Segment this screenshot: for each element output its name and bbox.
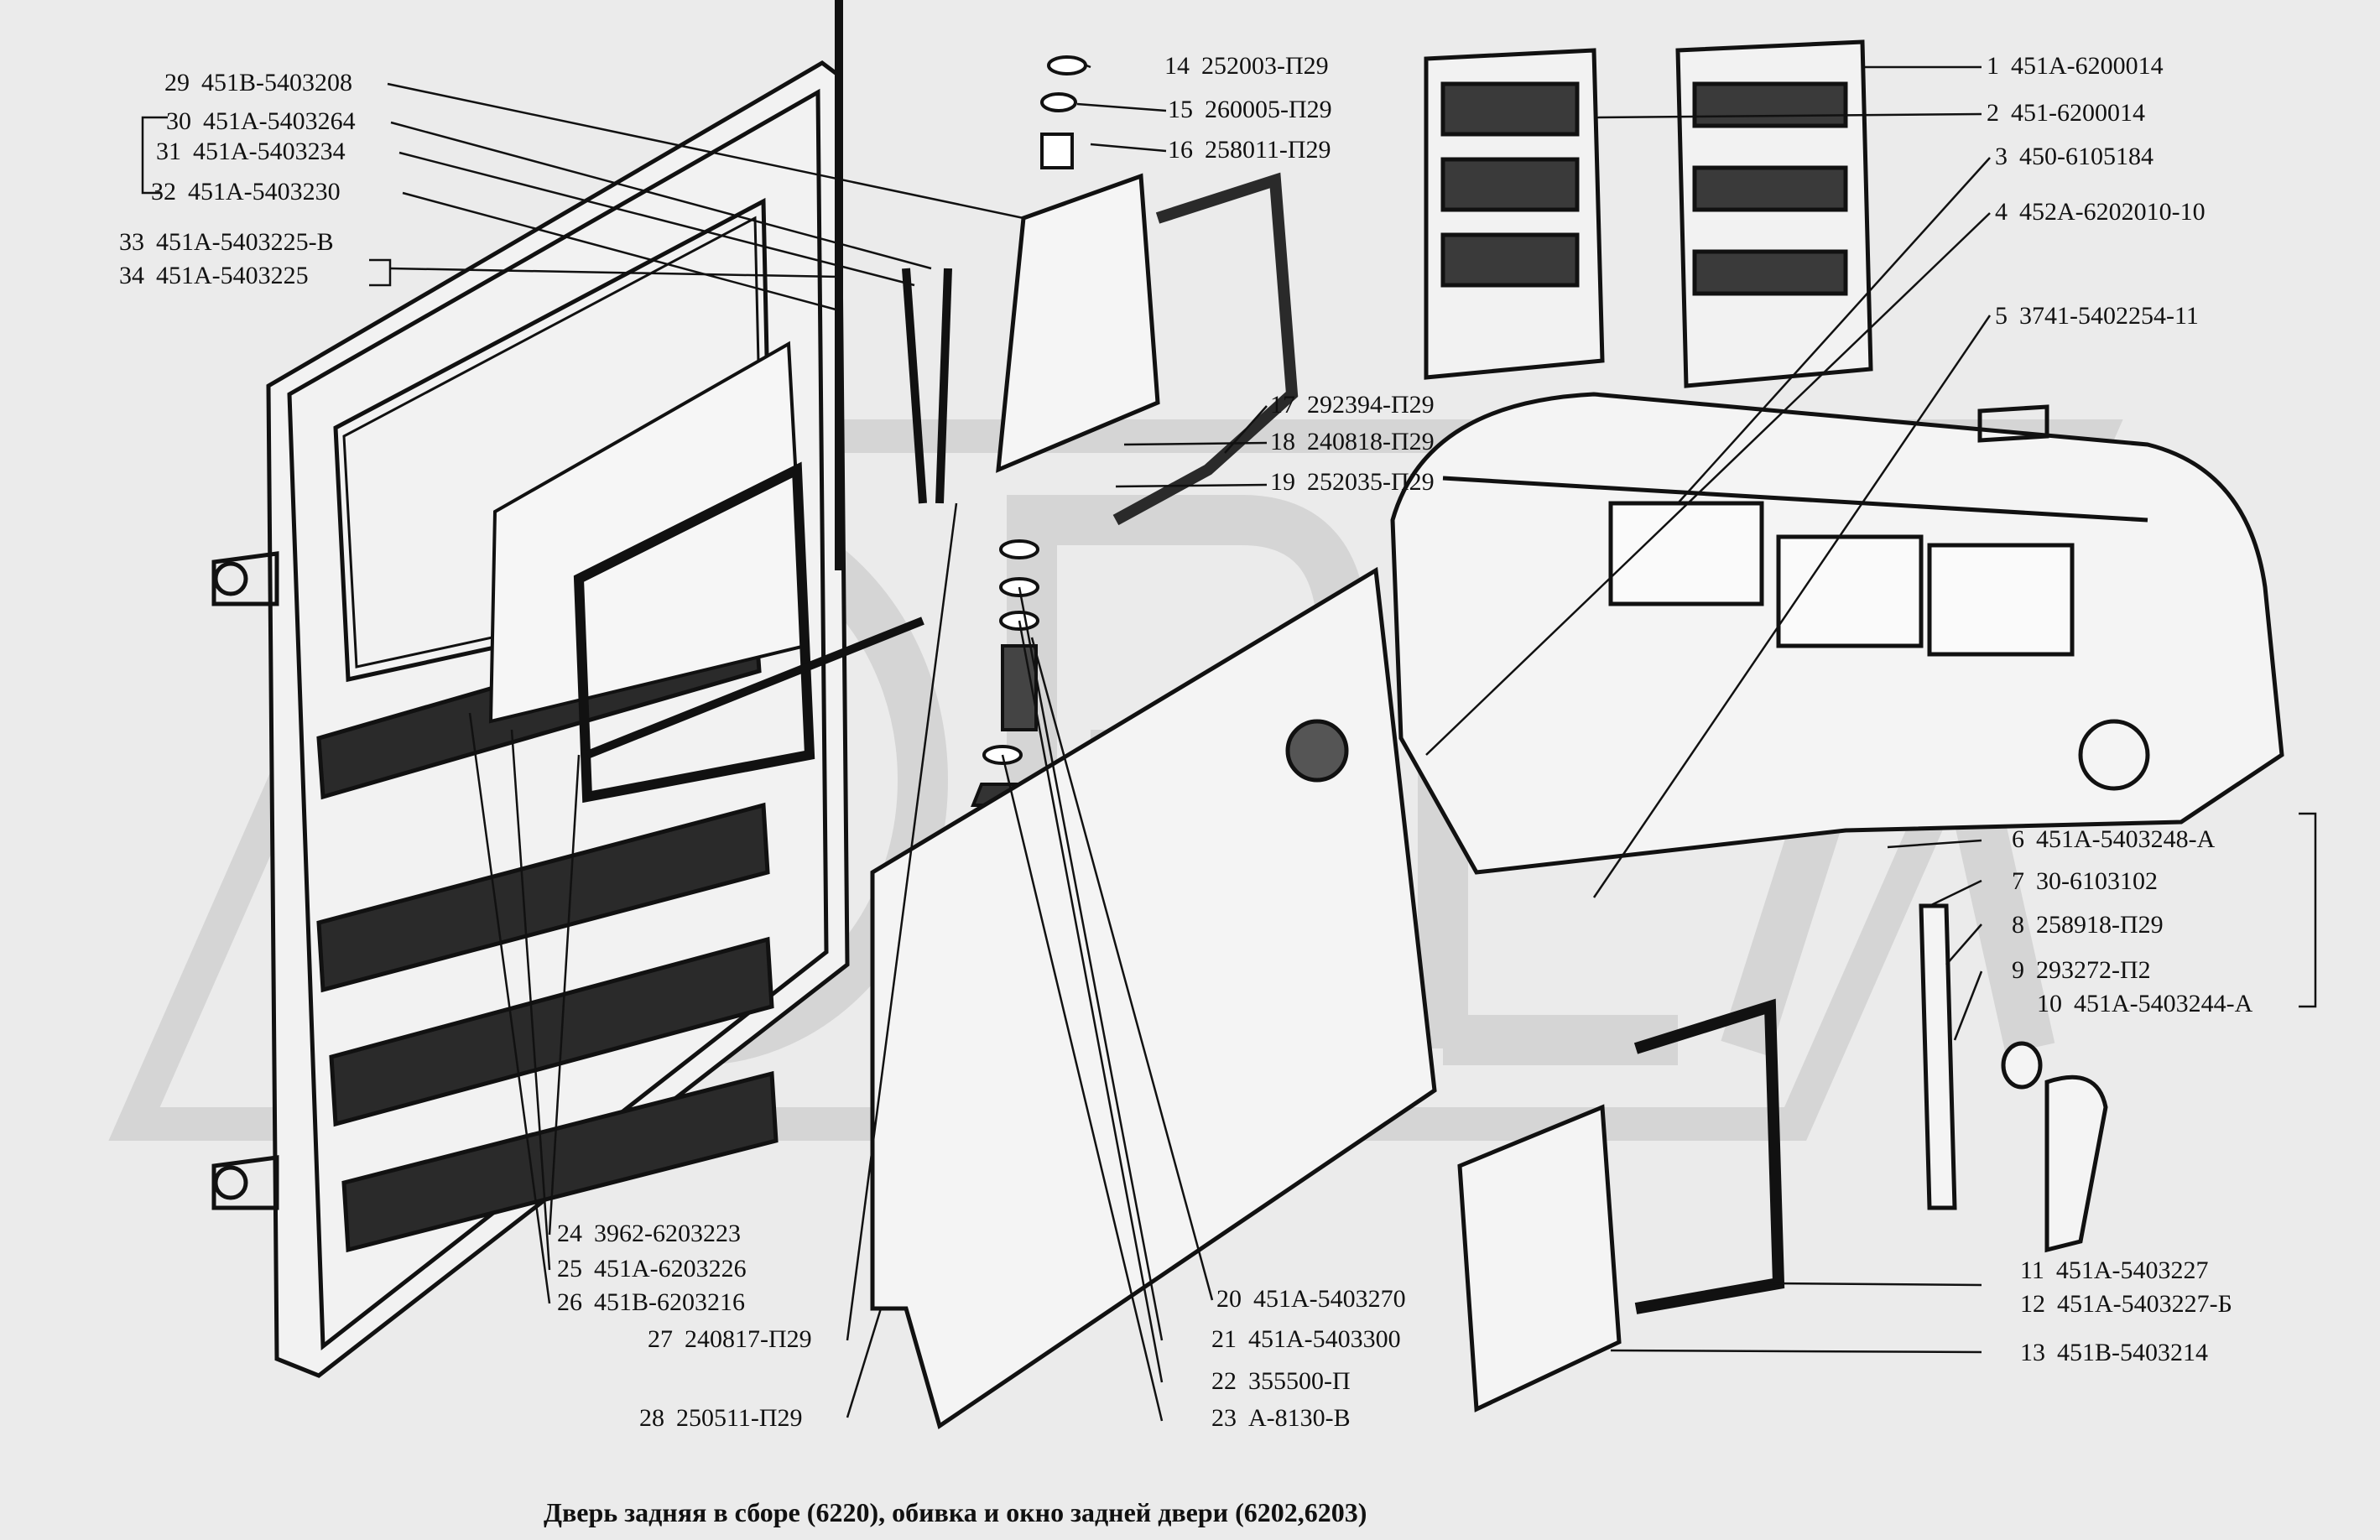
door-trim-panel xyxy=(870,566,1437,1430)
upper-panel xyxy=(996,173,1160,473)
small-window-parts xyxy=(1457,903,2108,1413)
rear-door-panel xyxy=(211,60,850,1378)
leader-lines xyxy=(141,64,2317,1422)
inner-door-panels xyxy=(1424,39,1873,388)
lock-rods xyxy=(586,0,952,759)
rear-window-glass xyxy=(488,341,815,804)
van-body xyxy=(1390,392,2284,875)
washers-spring-stack xyxy=(971,55,1087,807)
diagram-caption: Дверь задняя в сборе (6220), обивка и ок… xyxy=(544,1497,1367,1527)
